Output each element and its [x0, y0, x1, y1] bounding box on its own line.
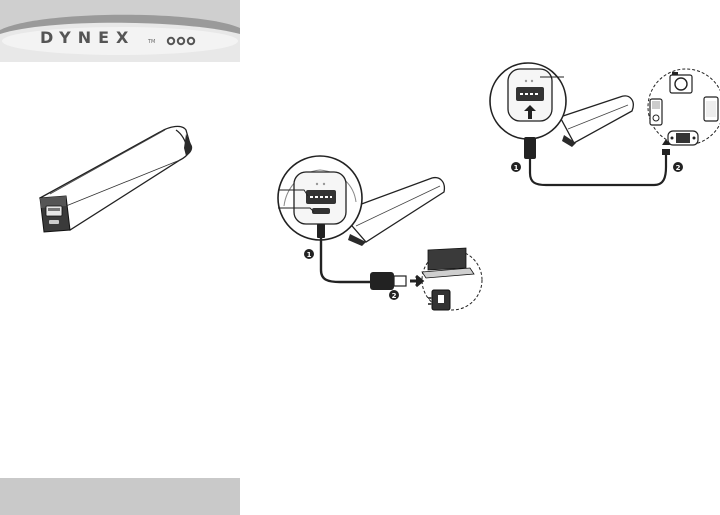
left-cover-panel: DYNEX TM — [0, 0, 240, 515]
laptop-icon — [422, 248, 474, 278]
footer-band — [0, 478, 240, 515]
header-band: DYNEX TM — [0, 0, 240, 62]
diagram-charging-power-bank: 1 2 — [270, 150, 490, 320]
step-1-label: 1 — [307, 251, 312, 259]
handheld-game-console-icon — [668, 131, 698, 145]
trademark-mark: TM — [148, 39, 155, 45]
diagram-charging-devices: 1 2 — [490, 55, 720, 215]
step-2-label: 2 — [676, 164, 681, 172]
power-bank-product-icon — [0, 110, 240, 250]
brand-logo: DYNEX — [40, 28, 135, 47]
smartphone-icon — [704, 97, 718, 121]
step-2-label: 2 — [392, 292, 397, 300]
camera-icon — [670, 72, 692, 93]
logo-dots-icon — [165, 35, 205, 47]
usb-wall-adapter-icon — [428, 290, 450, 310]
music-player-icon — [650, 99, 662, 125]
step-1-label: 1 — [514, 164, 519, 172]
